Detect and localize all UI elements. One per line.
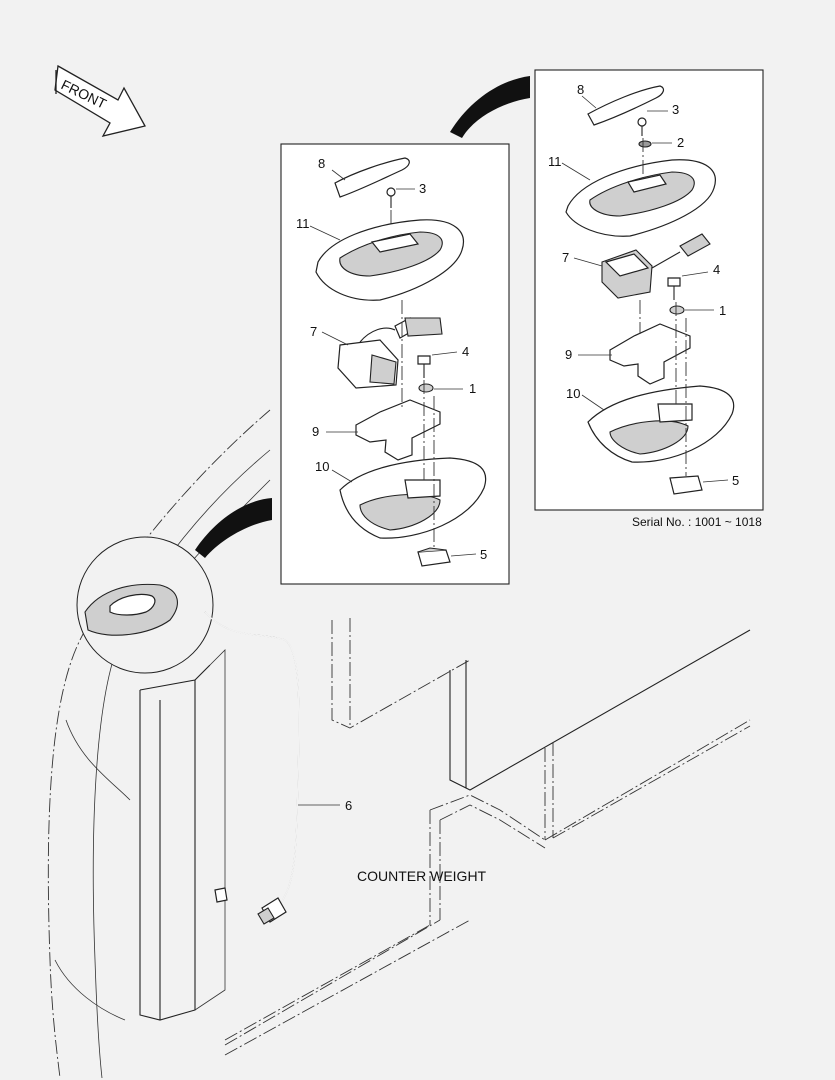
nut-part-5 [417, 549, 451, 567]
exploded-view-right: 8 3 2 11 7 4 1 9 [534, 69, 764, 511]
serial-note: Serial No. : 1001 ~ 1018 [632, 515, 762, 529]
camera-plug [404, 317, 443, 337]
callout-5-r: 5 [732, 473, 739, 488]
callout-7-r: 7 [562, 250, 569, 265]
callout-7: 7 [310, 324, 317, 339]
cable-assembly: 6 [204, 611, 352, 925]
callout-10-r: 10 [566, 386, 580, 401]
small-clip [214, 887, 228, 903]
bracket-part-9-r [609, 323, 691, 385]
callout-4: 4 [462, 344, 469, 359]
callout-3-r: 3 [672, 102, 679, 117]
callout-4-r: 4 [713, 262, 720, 277]
nut-part-5-r [669, 475, 703, 495]
callout-1-r: 1 [719, 303, 726, 318]
leader-arc-left [195, 498, 272, 558]
callout-3: 3 [419, 181, 426, 196]
callout-11-r: 11 [548, 154, 562, 169]
callout-2-r: 2 [677, 135, 684, 150]
machine-outline [47, 409, 751, 1079]
callout-6: 6 [345, 798, 352, 813]
callout-8-r: 8 [577, 82, 584, 97]
callout-9: 9 [312, 424, 319, 439]
callout-5: 5 [480, 547, 487, 562]
callout-11: 11 [296, 216, 310, 231]
callout-10: 10 [315, 459, 329, 474]
callout-1: 1 [469, 381, 476, 396]
front-arrow: FRONT [54, 64, 146, 137]
bracket-part-9 [355, 399, 441, 461]
leader-arc-right [450, 76, 530, 138]
detail-circle [76, 536, 214, 674]
exploded-view-left: 8 3 11 7 4 1 9 [280, 143, 510, 585]
sticker-part-8-r [587, 85, 665, 126]
sticker-part-8 [334, 157, 410, 198]
camera-plug-r [679, 233, 711, 257]
callout-9-r: 9 [565, 347, 572, 362]
counter-weight-label: COUNTER WEIGHT [357, 868, 487, 884]
callout-8: 8 [318, 156, 325, 171]
